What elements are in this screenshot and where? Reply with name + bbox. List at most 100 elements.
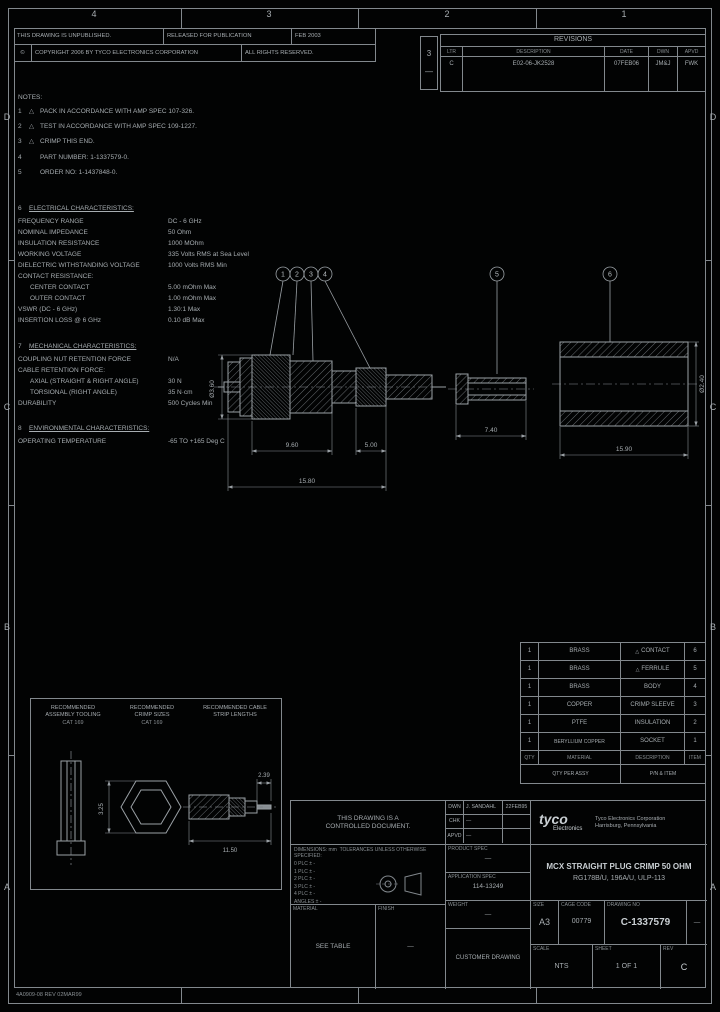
revisions-header-apvd: APVD <box>684 48 699 55</box>
material-row: 1 BRASS △CONTACT 6 <box>521 643 705 661</box>
customer-drawing-label: CUSTOMER DRAWING <box>446 929 531 989</box>
zone-tick <box>536 988 537 1004</box>
tolerance-list: 0 PLC ± - 1 PLC ± - 2 PLC ± - 3 PLC ± - … <box>294 861 322 905</box>
zone-label-right: B <box>709 622 716 632</box>
zone-label-right: D <box>709 112 717 122</box>
balloon-4: 4 <box>323 272 327 279</box>
dimension-lines <box>218 341 699 491</box>
zone-tick <box>8 505 14 506</box>
zone-tick <box>181 8 182 28</box>
zone-label-left: D <box>3 112 11 122</box>
copyright-note: COPYRIGHT 2006 BY TYCO ELECTRONICS CORPO… <box>32 45 242 62</box>
note-item: 3△CRIMP THIS END. <box>18 138 95 146</box>
sheet-cell: SHEET 1 OF 1 <box>593 945 661 989</box>
dim-sleeve-diameter: Ø2.40 <box>699 375 706 393</box>
balloon-5: 5 <box>495 272 499 279</box>
drawing-title: MCX STRAIGHT PLUG CRIMP 50 OHM RG178B/U,… <box>531 845 707 901</box>
sleeve-section <box>559 341 689 427</box>
zone-tick <box>8 260 14 261</box>
restricted-cell: — <box>693 918 701 926</box>
drawing-title-line2: RG178B/U, 196A/U, ULP-113 <box>572 874 666 882</box>
flag-triangle-icon: △ <box>29 123 34 131</box>
revision-dwn: JM&J <box>649 57 678 73</box>
material-row: 1 BERYLLIUM COPPER SOCKET 1 <box>521 733 705 751</box>
connector-drawing: 1 2 3 4 5 6 9.60 5.00 15.80 <box>209 266 706 491</box>
drawing-number-row: SIZE A3 CAGE CODE 00779 DRAWING NO C-133… <box>531 901 707 945</box>
released-note: RELEASED FOR PUBLICATION <box>164 28 292 44</box>
zone-marker-dash: — <box>425 67 433 76</box>
corporation-location: Harrisburg, Pennsylvania <box>595 822 657 829</box>
outer-border <box>8 8 712 1004</box>
revisions-header-ltr: LTR <box>441 47 463 56</box>
balloon-2: 2 <box>295 272 299 279</box>
drawing-title-line1: MCX STRAIGHT PLUG CRIMP 50 OHM <box>546 862 692 871</box>
drawing-number-cell: DRAWING NO C-1337579 <box>605 901 687 944</box>
revision-date: 07FEB06 <box>605 57 649 73</box>
zone-label-left: B <box>3 622 10 632</box>
tolerance-block: DIMENSIONS: mm TOLERANCES UNLESS OTHERWI… <box>291 845 446 905</box>
material-row: 1 PTFE INSULATION 2 <box>521 715 705 733</box>
balloon-3: 3 <box>309 272 313 279</box>
crimp-col1-title: RECOMMENDED ASSEMBLY TOOLING CAT 169 <box>45 705 101 727</box>
revision-zone-marker: 3 — <box>420 36 438 90</box>
dim-body-diameter: Ø3.60 <box>209 380 216 398</box>
revisions-header-date: DATE <box>605 47 649 56</box>
tool-profile <box>56 751 86 865</box>
revision-apvd: FWK <box>684 61 699 68</box>
title-block: THIS DRAWING IS A CONTROLLED DOCUMENT. D… <box>290 800 707 989</box>
revisions-header-dwn: DWN <box>649 47 678 56</box>
zone-label-top: 3 <box>266 9 272 19</box>
revisions-title: REVISIONS <box>441 35 705 47</box>
scale-row: SCALE NTS SHEET 1 OF 1 REV C <box>531 945 707 989</box>
sheet-footer-note: 4A0909-08 REV 02MAR99 <box>16 992 82 998</box>
application-spec-cell: APPLICATION SPEC 114-13249 <box>446 873 531 901</box>
chk-row: CHK— <box>446 815 530 829</box>
dim-ferrule-length: 7.40 <box>485 427 498 434</box>
zone-label-top: 1 <box>621 9 627 19</box>
release-stamp: THIS DRAWING IS UNPUBLISHED. RELEASED FO… <box>14 28 376 62</box>
spec-row: CABLE RETENTION FORCE: <box>18 367 106 375</box>
revision-row: C E02-06-JK2528 07FEB06 JM&J FWK <box>441 57 705 73</box>
revision-ltr: C <box>441 57 463 73</box>
spec-row: OPERATING TEMPERATURE-65 TO +165 Deg C <box>18 438 225 446</box>
projection-symbol-icon <box>376 871 422 896</box>
rev-cell: REV C <box>663 946 688 972</box>
zone-tick <box>536 8 537 28</box>
crimp-panel-drawing: 3.25 2.39 11.50 <box>56 751 277 865</box>
zone-label-left: A <box>3 882 10 892</box>
notes-title: NOTES: <box>18 94 43 101</box>
material-cell: MATERIAL SEE TABLE <box>291 905 376 989</box>
zone-label-top: 4 <box>91 9 97 19</box>
balloon-6: 6 <box>608 272 612 279</box>
revision-row-empty <box>441 73 705 91</box>
note-item: 1△PACK IN ACCORDANCE WITH AMP SPEC 107-3… <box>18 107 194 115</box>
note-item: 2△TEST IN ACCORDANCE WITH AMP SPEC 109-1… <box>18 123 197 131</box>
zone-tick <box>706 260 712 261</box>
corporation-name: Tyco Electronics Corporation <box>595 815 666 822</box>
ferrule-section <box>455 373 527 405</box>
brand-block: tyco Electronics Tyco Electronics Corpor… <box>531 801 707 845</box>
flag-triangle-icon: △ <box>29 138 34 146</box>
zone-tick <box>706 755 712 756</box>
dim-hex-size: 3.25 <box>99 803 105 815</box>
scale-cell: SCALE NTS <box>531 945 593 989</box>
dim-total-strip: 11.50 <box>223 848 238 854</box>
finish-cell: FINISH — <box>376 905 446 989</box>
zone-tick <box>181 988 182 1004</box>
controlled-document-note: THIS DRAWING IS A CONTROLLED DOCUMENT. <box>291 801 446 845</box>
materials-header-row: QTY MATERIAL DESCRIPTION ITEM <box>521 751 705 765</box>
zone-label-left: C <box>3 402 11 412</box>
zone-tick <box>706 505 712 506</box>
